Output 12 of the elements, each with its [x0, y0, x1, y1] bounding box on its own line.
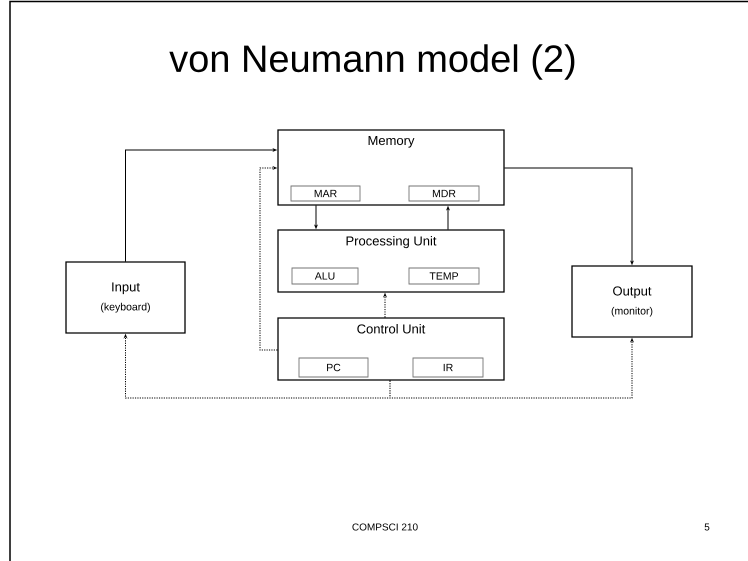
footer-text: COMPSCI 210 [352, 523, 418, 531]
arrow [260, 166, 278, 350]
register-box: ALU [292, 268, 358, 284]
page-number: 5 [704, 524, 710, 530]
register-box: TEMP [408, 268, 480, 284]
register-box: MAR [290, 186, 360, 202]
register-box: PC [298, 358, 368, 378]
slide-title: von Neumann model (2) [169, 44, 574, 80]
device-box: Output (monitor) [571, 265, 693, 338]
register-box: MDR [408, 186, 480, 202]
register-box: IR [412, 358, 484, 378]
device-box: Input (keyboard) [65, 261, 186, 334]
